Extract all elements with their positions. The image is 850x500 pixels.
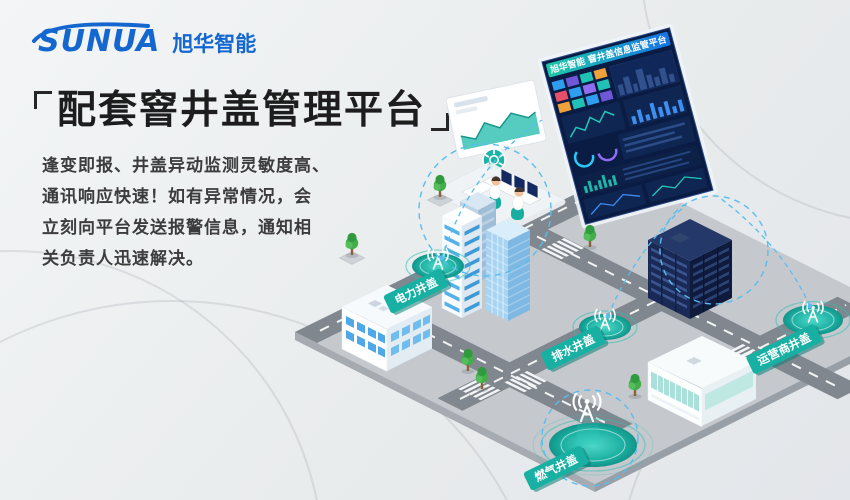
signal-dashed-circle [659,195,769,305]
building-teal-right [647,336,756,428]
logo-text-cn: 旭华智能 [172,32,257,56]
description-line: 通讯响应快速！如有异常情况，会 [42,186,312,207]
analytics-panel [445,79,547,160]
dashboard-charts [560,84,709,220]
title-row: 配套窨井盖管理平台 [34,88,474,135]
dashboard-tiles [551,67,614,114]
monitor [500,167,539,200]
description-text: 逢变即报、井盖异动监测灵敏度高、 通讯响应快速！如有异常情况，会 立刻向平台发送… [42,151,342,275]
building-tower-white [441,206,482,319]
hero-copy: 配套窨井盖管理平台 逢变即报、井盖异动监测灵敏度高、 通讯响应快速！如有异常情况… [34,88,474,275]
connector-line [441,119,543,259]
signal-dashed-circle [418,143,552,277]
label-gas-manhole: 燃气井盖 [523,445,592,492]
trees [338,174,642,399]
page-title: 配套窨井盖管理平台 [57,88,427,133]
logo-mark: SUNUA [32,22,161,59]
brand-logo: SUNUA 旭华智能 [32,22,257,59]
operator-person [511,187,524,220]
logo-text-en: SUNUA [38,24,161,59]
bracket-close-decoration [431,112,450,131]
description-line: 逢变即报、井盖异动监测灵敏度高、 [42,155,330,176]
connector-line [607,204,687,317]
smart-city-illustration: 旭华智能 窨井盖信息监管平台 [295,23,850,492]
building-navy-right [648,219,732,320]
signal-dashed-circle [541,389,639,487]
dashboard-skyline [609,49,680,98]
background-arc [0,250,324,500]
connector-line [719,197,811,307]
description-line: 立刻向平台发送报警信息，通知相 [42,217,312,238]
signal-links [418,119,813,487]
building-office-left [341,285,432,372]
bracket-open-decoration [34,91,52,109]
description-line: 关负责人迅速解决。 [42,248,204,269]
building-tower-glass [486,219,530,322]
dashboard-screen: 旭华智能 窨井盖信息监管平台 [537,23,718,229]
